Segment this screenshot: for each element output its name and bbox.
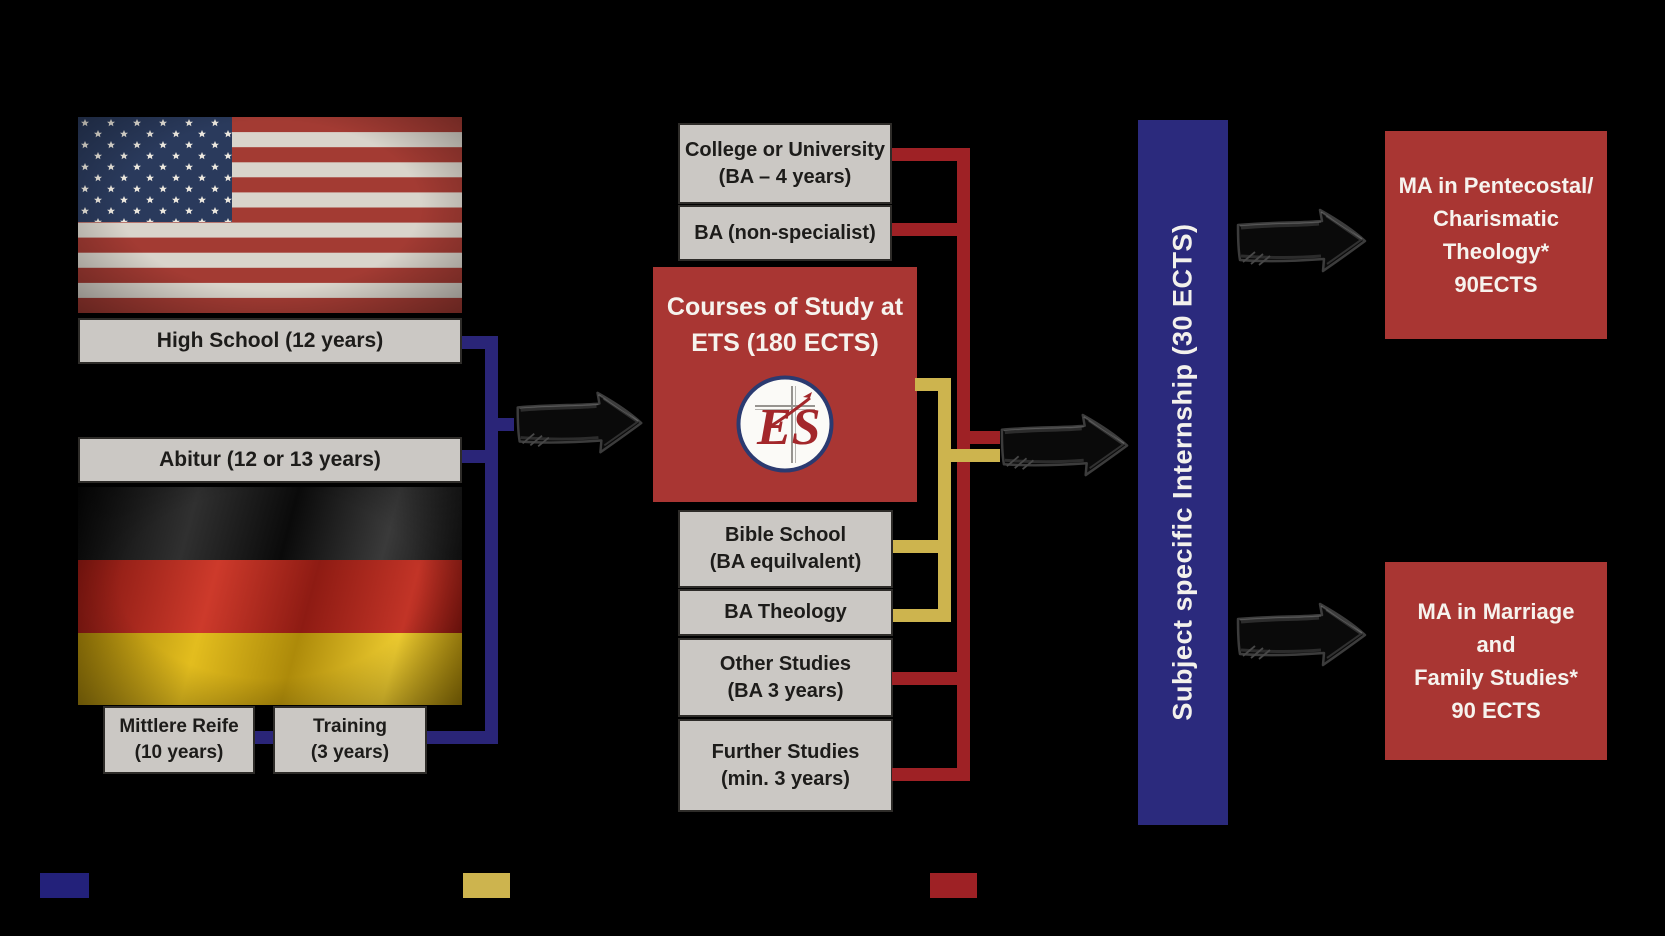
ma-marriage-line1: MA in Marriage: [1417, 599, 1575, 624]
further-studies-box: Further Studies (min. 3 years): [678, 719, 893, 812]
red-connector-segment: [892, 768, 970, 781]
high-school-box: High School (12 years): [78, 318, 462, 364]
training-box: Training (3 years): [273, 706, 427, 774]
ma-pentecostal-box: MA in Pentecostal/ Charismatic Theology*…: [1385, 131, 1607, 339]
other-studies-line1: Other Studies: [719, 652, 852, 675]
ba-non-specialist-label: BA (non-specialist): [694, 221, 876, 244]
other-studies-box: Other Studies (BA 3 years): [678, 638, 893, 717]
sketch-arrow-icon: [1236, 602, 1367, 667]
bible-school-box: Bible School (BA equilvalent): [678, 510, 893, 588]
college-university-box: College or University (BA – 4 years): [678, 123, 892, 204]
further-studies-line1: Further Studies: [711, 740, 860, 763]
ba-non-specialist-box: BA (non-specialist): [678, 205, 892, 261]
college-line1: College or University: [684, 138, 886, 161]
blue-connector-segment: [427, 731, 498, 744]
yellow-connector-segment: [893, 540, 951, 553]
blue-connector-segment: [498, 418, 514, 431]
red-connector-segment: [892, 148, 970, 161]
high-school-label: High School (12 years): [156, 328, 384, 352]
ma-pentecostal-line4: 90ECTS: [1454, 272, 1538, 297]
ets-line1: Courses of Study at: [666, 293, 904, 321]
ma-marriage-line2: and: [1476, 632, 1516, 657]
bible-school-line2: (BA equilvalent): [709, 551, 862, 573]
blue-connector-segment: [255, 731, 273, 744]
red-connector-segment: [970, 431, 1000, 444]
ets-courses-box: Courses of Study at ETS (180 ECTS) ES: [653, 267, 917, 502]
sketch-arrow-icon: [516, 391, 643, 454]
ma-pentecostal-line2: Charismatic: [1433, 206, 1559, 231]
training-line1: Training: [313, 716, 387, 738]
mittlere-reife-line1: Mittlere Reife: [119, 716, 239, 738]
legend-swatch-blue: [40, 873, 89, 898]
red-connector-segment: [892, 223, 970, 236]
yellow-connector-segment: [938, 378, 951, 622]
ma-marriage-line4: 90 ECTS: [1451, 698, 1541, 723]
ma-pentecostal-line3: Theology*: [1442, 239, 1550, 264]
ets-line2: ETS (180 ECTS): [691, 329, 879, 358]
us-flag-image: [78, 117, 462, 313]
internship-bar-label: Subject specific Internship (30 ECTS): [1167, 223, 1197, 721]
ma-pentecostal-line1: MA in Pentecostal/: [1398, 173, 1594, 198]
bible-school-line1: Bible School: [724, 524, 847, 546]
ma-marriage-line3: Family Studies*: [1414, 665, 1578, 690]
blue-connector-segment: [485, 336, 498, 744]
abitur-label: Abitur (12 or 13 years): [159, 447, 381, 471]
ets-logo-icon: ES: [736, 375, 834, 472]
svg-text:ES: ES: [756, 399, 821, 456]
blue-connector-segment: [462, 450, 485, 463]
yellow-connector-segment: [893, 609, 951, 622]
mittlere-reife-line2: (10 years): [134, 742, 224, 763]
abitur-box: Abitur (12 or 13 years): [78, 437, 462, 483]
germany-flag-image: [78, 487, 462, 705]
sketch-arrow-icon: [1236, 208, 1367, 273]
college-line2: (BA – 4 years): [718, 165, 852, 188]
red-connector-segment: [957, 148, 970, 781]
other-studies-line2: (BA 3 years): [727, 679, 844, 702]
red-connector-segment: [892, 672, 970, 685]
sketch-arrow-icon: [1000, 413, 1129, 477]
yellow-connector-segment: [938, 449, 1000, 462]
internship-bar: [1138, 120, 1228, 825]
ma-marriage-box: MA in Marriage and Family Studies* 90 EC…: [1385, 562, 1607, 760]
mittlere-reife-box: Mittlere Reife (10 years): [103, 706, 255, 774]
blue-connector-segment: [462, 336, 485, 349]
training-line2: (3 years): [310, 742, 390, 763]
further-studies-line2: (min. 3 years): [721, 767, 850, 790]
legend-swatch-red: [930, 873, 977, 898]
ba-theology-box: BA Theology: [678, 589, 893, 636]
ba-theology-label: BA Theology: [724, 601, 847, 623]
legend-swatch-yellow: [463, 873, 510, 898]
